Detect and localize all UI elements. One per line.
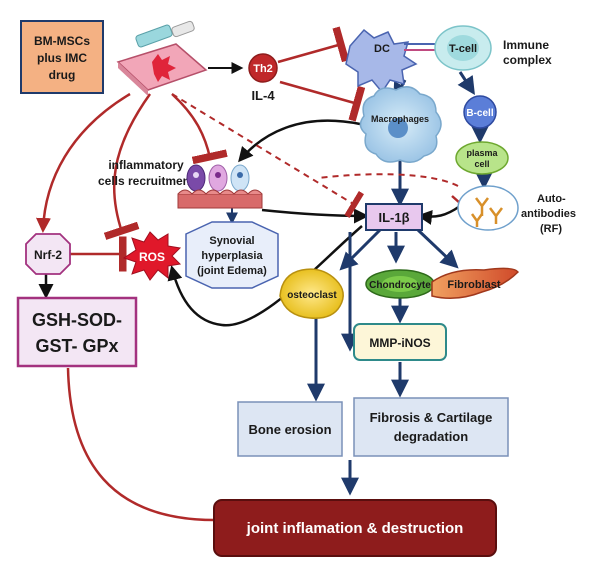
inhibit-gsh-joint [66,367,223,538]
arrow-flask-to-nrf2 [35,92,131,233]
arrow-il1b-to-osteoclast [339,228,382,271]
ros-burst: ROS [122,231,182,281]
dc-label: DC [374,43,390,55]
treatment-box: BM-MSCs plus IMC drug [20,20,104,94]
chondrocyte-label: Chondrocyte [369,280,431,291]
syringe-icon [135,20,195,48]
b-cell: B-cell [463,95,497,129]
dc-tcell-synapse [404,43,440,51]
antibody-icon [470,197,503,227]
il1b-node: IL-1β [365,203,423,231]
bone-erosion-box: Bone erosion [237,401,343,457]
synovial-line1: Synovial [209,235,254,247]
arrow-autoantibodies-to-il1b [417,204,461,225]
joint-destruction-box: joint inflamation & destruction [213,499,497,557]
fibrosis-line1: Fibrosis & Cartilage [370,410,493,425]
t-cell: T-cell [434,25,492,71]
autoantibodies-line2: antibodies [521,208,576,220]
antioxidant-enzymes-box: GSH-SOD- GST- GPx [16,296,138,368]
il4-label: IL-4 [251,88,275,103]
gsh-line2: GST- GPx [35,336,118,356]
synovial-hyperplasia-node: Synovial hyperplasia (joint Edema) [185,221,279,289]
inhibit-flask-inflammatory [171,93,228,165]
synovial-line2: hyperplasia [201,250,263,262]
chondrocyte-cell: Chondrocyte [365,269,435,299]
plasma-line2: cell [474,159,489,169]
autoantibodies-line3: (RF) [540,223,562,235]
fibrosis-line2: degradation [394,429,468,444]
immune-complex-line2: complex [503,53,552,67]
arrow-macrophages-to-inflammatory [238,119,361,163]
macrophage-cell: Macrophages [359,86,442,163]
il1b-label: IL-1β [378,210,409,225]
treatment-line2: plus IMC [37,51,87,65]
arrow-il1b-to-fibroblast [416,228,459,269]
treatment-line1: BM-MSCs [34,34,90,48]
osteoclast-label: osteoclast [287,290,337,301]
plasma-cell: plasma cell [455,141,509,175]
macrophages-label: Macrophages [371,114,429,124]
fibroblast-cell: Fibroblast [431,267,519,299]
inflammatory-line1: inflammatory [108,158,184,172]
inhibit-th2-dc [277,26,350,64]
inflammatory-line2: cells recruitment [98,174,194,188]
osteoclast-cell: osteoclast [279,268,344,319]
immune-complex-line1: Immune [503,38,549,52]
inhibit-th2-macrophages [279,80,366,122]
th2-cell: Th2 [248,53,278,83]
ros-label: ROS [139,250,165,264]
inhibit-flask-il1b-dashed [171,93,364,219]
tcell-label: T-cell [449,43,477,55]
nrf2-node: Nrf-2 [25,233,71,275]
mmp-inos-node: MMP-iNOS [353,323,447,361]
th2-label: Th2 [253,63,273,75]
immune-cells-cluster [186,164,250,192]
mmp-label: MMP-iNOS [369,336,430,350]
inhibit-dashed-arc-il1b [317,173,459,187]
autoantibodies-line1: Auto- [537,193,566,205]
arrow-tcell-to-bcell [457,71,475,96]
treatment-line3: drug [49,68,76,82]
gsh-line1: GSH-SOD- [32,310,122,330]
bcell-label: B-cell [466,108,493,119]
synovial-line3: (joint Edema) [197,265,267,277]
autoantibodies-cluster [457,185,519,231]
arrow-tissue-to-il1b [261,208,369,224]
fibroblast-label: Fibroblast [447,279,501,291]
dendritic-cell: DC [345,28,418,94]
joint-label: joint inflamation & destruction [246,520,464,537]
arrow-il1b-to-ros [167,225,363,327]
bone-erosion-label: Bone erosion [248,422,331,437]
fibrosis-box: Fibrosis & Cartilage degradation [353,397,509,457]
inhibit-flask-ros [103,93,152,240]
synovial-tissue [177,189,263,209]
plasma-line1: plasma [466,148,498,158]
nrf2-label: Nrf-2 [34,248,62,262]
culture-flask-icon [116,43,208,96]
